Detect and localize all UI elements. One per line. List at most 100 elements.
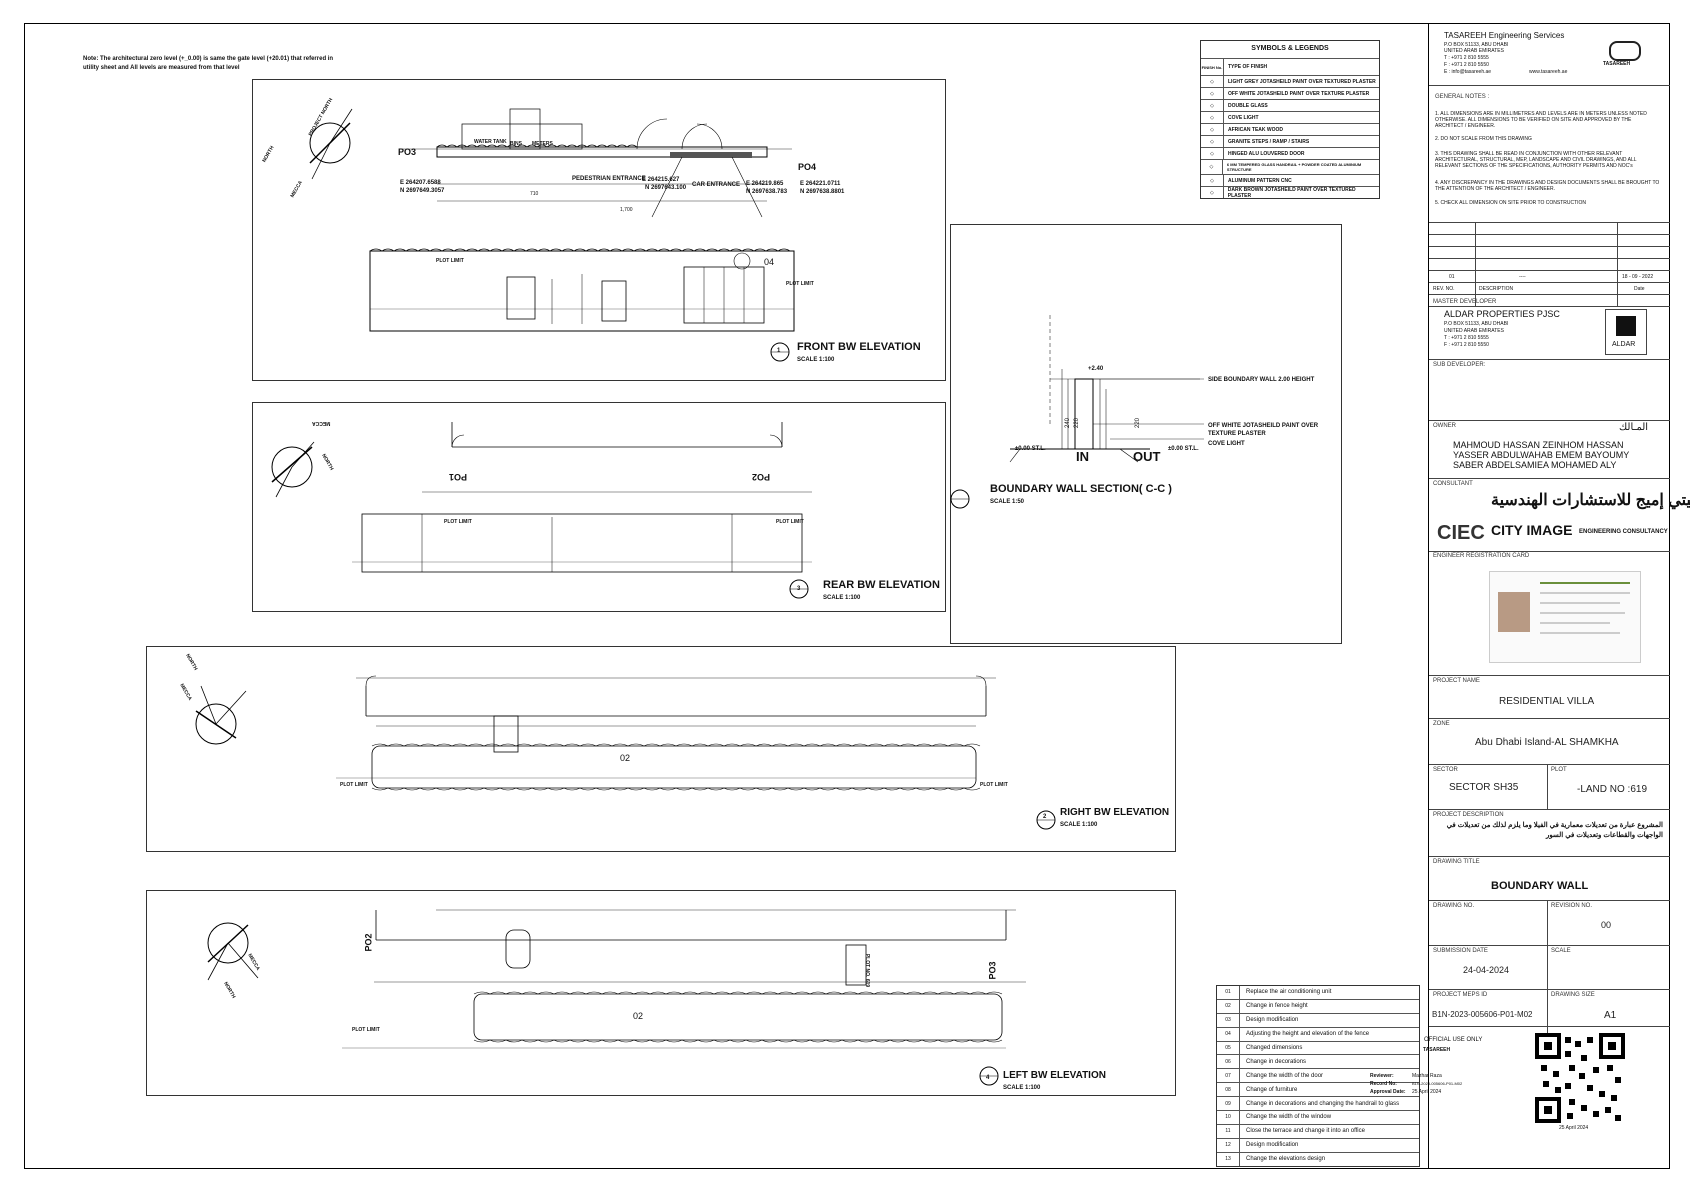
engineer-card-label: ENGINEER REGISTRATION CARD <box>1433 553 1530 559</box>
rev-no-value: 01 <box>1449 274 1455 280</box>
front-view-number: 1 <box>777 348 781 354</box>
section-stl-right: ±0.00 ST.L. <box>1168 446 1199 452</box>
boundary-wall-section-drawing <box>950 314 1204 509</box>
sheet-frame <box>24 23 1670 1169</box>
right-tag-02: 02 <box>620 753 631 763</box>
right-north-compass <box>195 703 237 745</box>
side-boundary-wall-label: SIDE BOUNDARY WALL 2.00 HEIGHT <box>1208 377 1315 383</box>
po4-label: PO4 <box>798 162 817 172</box>
section-panel <box>950 224 1342 644</box>
section-out-label: OUT <box>1133 449 1161 464</box>
po3-label: PO3 <box>398 147 417 157</box>
left-elevation-scale: SCALE 1:100 <box>1003 1085 1041 1091</box>
section-cove-light-label: COVE LIGHT <box>1208 441 1245 447</box>
legend-row: ◇DARK BROWN JOTASHEILD PAINT OVER TEXTUR… <box>1201 186 1379 199</box>
legend-symbol: ◇ <box>1201 148 1224 159</box>
drawing-no-label: DRAWING NO. <box>1433 903 1475 909</box>
left-view-number: 4 <box>986 1075 990 1081</box>
left-elevation-drawing <box>207 909 1026 1086</box>
legend-header-type: TYPE OF FINISH <box>1228 64 1268 70</box>
record-value: B1N-2023-005606-P01-M02 <box>1412 1081 1463 1086</box>
official-use-label: OFFICIAL USE ONLY <box>1424 1037 1483 1043</box>
rev-desc-value: ---- <box>1519 274 1526 280</box>
rear-elevation-panel <box>252 402 946 612</box>
section-paint-label: OFF WHITE JOTASHEILD PAINT OVER TEXTURE … <box>1208 423 1319 437</box>
consultant-logo: CIEC <box>1437 522 1485 544</box>
legend-row: ◇HINGED ALU LOUVERED DOOR <box>1201 147 1379 159</box>
rear-elevation-scale: SCALE 1:100 <box>823 595 861 601</box>
po2-label: PO2 <box>752 472 771 482</box>
car-easting: E 264219.865 <box>746 181 784 187</box>
legend-row: ◇DOUBLE GLASS <box>1201 99 1379 111</box>
legend-row: ◇AFRICAN TEAK WOOD <box>1201 123 1379 135</box>
project-name-label: PROJECT NAME <box>1433 678 1480 684</box>
legend-symbol: ◇ <box>1201 100 1224 111</box>
front-elevation-scale: SCALE 1:100 <box>797 357 835 363</box>
rev-date-label: Date <box>1634 286 1645 292</box>
bins-label: BINS <box>510 141 522 147</box>
master-developer-label: MASTER DEVELOPER <box>1433 299 1497 305</box>
car-northing: N 2697638.783 <box>746 189 788 195</box>
drawing-title-label: DRAWING TITLE <box>1433 859 1480 865</box>
engineer-registration-card-image <box>1489 571 1641 663</box>
legend-symbol: ◇ <box>1201 160 1223 174</box>
pedestrian-easting: E 264215.627 <box>642 177 680 183</box>
approval-label: Approval Date: <box>1370 1089 1406 1095</box>
general-notes-label: GENERAL NOTES : <box>1435 94 1490 100</box>
submission-date-value: 24-04-2024 <box>1463 965 1510 975</box>
legend-row: ◇OFF WHITE JOTASHEILD PAINT OVER TEXTURE… <box>1201 87 1379 99</box>
scale-label: SCALE <box>1551 948 1571 954</box>
right-elevation-panel <box>146 646 1176 852</box>
left-north-compass <box>207 922 249 964</box>
section-dim-220a: 220 <box>1074 417 1081 429</box>
legend-symbol: ◇ <box>1201 112 1224 123</box>
reviewer-value: Mazhar Raza <box>1412 1073 1442 1079</box>
section-dim-220b: 220 <box>1135 417 1142 429</box>
sector-value: SECTOR SH35 <box>1449 782 1519 793</box>
left-po2-label: PO2 <box>363 933 374 952</box>
section-level-240: +2.40 <box>1088 366 1104 372</box>
drawing-size-label: DRAWING SIZE <box>1551 992 1595 998</box>
left-plot-limit: PLOT LIMIT <box>352 1027 380 1033</box>
rear-mecca-label: MECCA <box>312 420 331 426</box>
consultant-english-subtitle: ENGINEERING CONSULTANCY <box>1579 529 1668 535</box>
tasareeh-logo-text: TASAREEH <box>1603 61 1631 67</box>
owner-label: OWNER <box>1433 423 1456 429</box>
owner-arabic-label: المـالك <box>1619 422 1649 433</box>
aldar-logo: ALDAR <box>1605 309 1647 355</box>
pedestrian-northing: N 2697643.100 <box>645 185 687 191</box>
meters-label: METERS <box>532 141 553 147</box>
consultant-label: CONSULTANT <box>1433 481 1473 487</box>
stamp-brand: TASAREEH <box>1423 1047 1451 1053</box>
tasareeh-logo-icon <box>1609 41 1641 61</box>
section-stl-left: ±0.00 ST.L. <box>1015 446 1046 452</box>
rear-plot-limit-left: PLOT LIMIT <box>444 519 472 525</box>
legend-header-row: FINISH No. TYPE OF FINISH <box>1201 58 1379 75</box>
legend-row: ◇LIGHT GREY JOTASHEILD PAINT OVER TEXTUR… <box>1201 75 1379 87</box>
rev-date-value: 18 - 09 - 2022 <box>1622 274 1654 280</box>
legend-row: ◇ALUMINUM PATTERN CNC <box>1201 174 1379 186</box>
car-entrance-label: CAR ENTRANCE <box>692 182 740 188</box>
po3-easting: E 264207.6588 <box>400 180 441 186</box>
submission-date-label: SUBMISSION DATE <box>1433 948 1488 954</box>
engineer-photo <box>1498 592 1530 632</box>
project-description-label: PROJECT DESCRIPTION <box>1433 812 1504 818</box>
consultant-arabic-name: سيتي إميج للاستشارات الهندسية <box>1491 492 1690 509</box>
zone-value: Abu Dhabi Island-AL SHAMKHA <box>1475 737 1619 748</box>
rear-elevation-title: REAR BW ELEVATION <box>823 579 940 591</box>
project-meps-value: B1N-2023-005606-P01-M02 <box>1432 1010 1533 1019</box>
right-elevation-title: RIGHT BW ELEVATION <box>1060 807 1170 818</box>
project-meps-label: PROJECT MEPS ID <box>1433 992 1488 998</box>
po3-northing: N 2697649.3057 <box>400 188 445 194</box>
rear-north-compass <box>271 446 313 488</box>
legend-symbol: ◇ <box>1201 175 1224 186</box>
sub-developer-label: SUB DEVELOPER: <box>1433 362 1486 368</box>
rev-no-label: REV. NO. <box>1433 286 1455 292</box>
qr-date: 25 April 2024 <box>1559 1125 1589 1131</box>
